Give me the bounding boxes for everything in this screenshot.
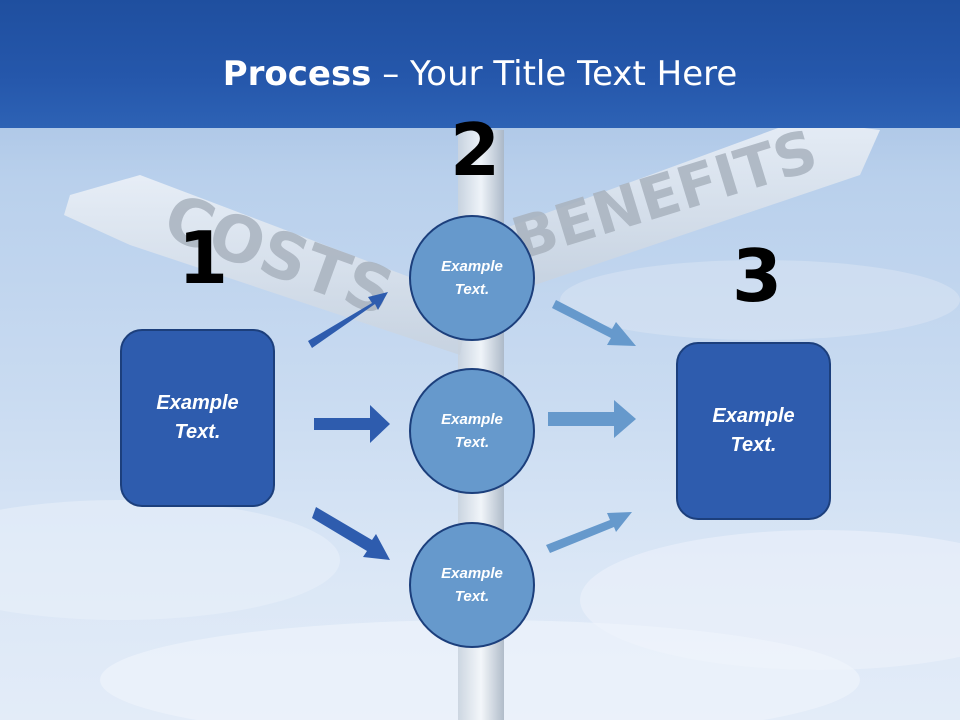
arrow-left-to-top bbox=[308, 292, 388, 348]
step-number-3: 3 bbox=[732, 234, 783, 318]
arrow-top-to-right bbox=[552, 300, 636, 346]
right-process-box: Example Text. bbox=[676, 342, 831, 520]
circle-top: Example Text. bbox=[409, 215, 535, 341]
circle-middle: Example Text. bbox=[409, 368, 535, 494]
step-number-1: 1 bbox=[178, 216, 229, 300]
step-number-2: 2 bbox=[450, 108, 501, 192]
arrow-middle-to-right bbox=[548, 400, 636, 438]
circle-top-text: Example Text. bbox=[441, 258, 503, 298]
title-bar bbox=[0, 0, 960, 128]
slide-title: Process – Your Title Text Here bbox=[0, 52, 960, 96]
arrow-left-to-bottom bbox=[312, 507, 390, 560]
title-rest: – Your Title Text Here bbox=[371, 54, 738, 94]
circle-bottom: Example Text. bbox=[409, 522, 535, 648]
arrow-bottom-to-right bbox=[546, 512, 632, 553]
circle-middle-text: Example Text. bbox=[441, 411, 503, 451]
title-bold: Process bbox=[222, 54, 372, 94]
left-process-box: Example Text. bbox=[120, 329, 275, 507]
left-box-text: Example Text. bbox=[156, 392, 239, 443]
right-box-text: Example Text. bbox=[712, 405, 795, 456]
circle-bottom-text: Example Text. bbox=[441, 565, 503, 605]
arrow-left-to-middle bbox=[314, 405, 390, 443]
